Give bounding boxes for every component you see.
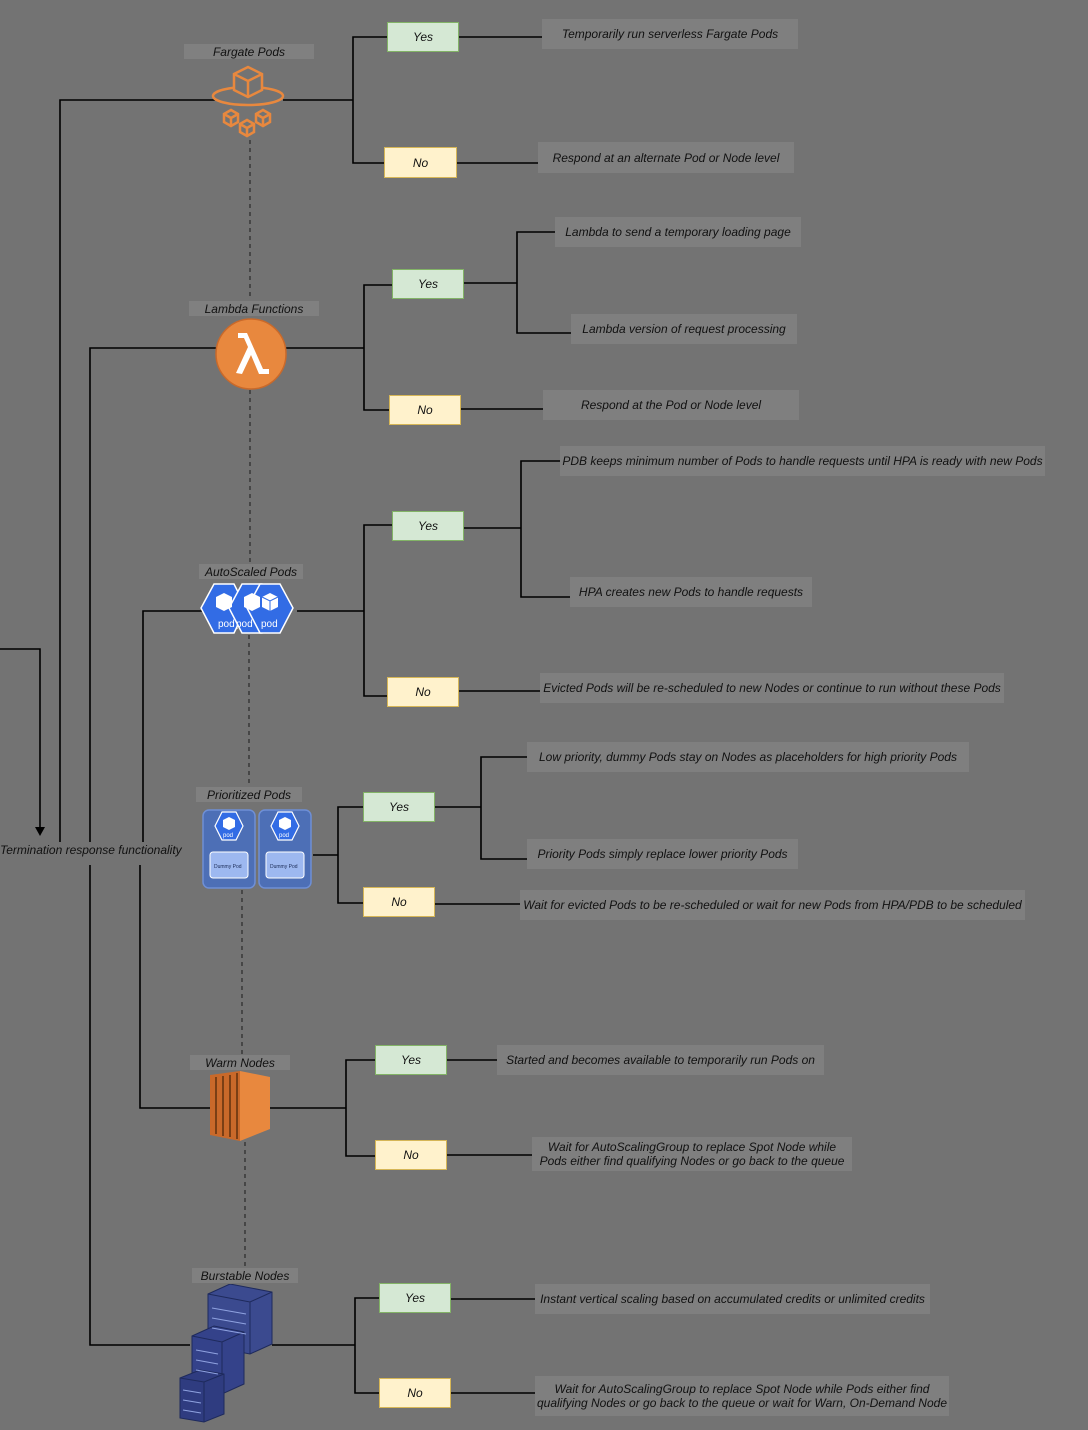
prioritized-pod-label-2: pod — [279, 833, 289, 839]
server-stack-icon — [179, 1284, 273, 1423]
dummy-pod-label-2: Dummy Pod — [270, 864, 298, 870]
prioritized-yes-outcome-2: Priority Pods simply replace lower prior… — [527, 839, 798, 869]
pod-label-2: pod — [236, 619, 253, 630]
fargate-yes-outcome: Temporarily run serverless Fargate Pods — [542, 19, 798, 49]
lambda-yes: Yes — [392, 269, 464, 299]
fargate-icon — [211, 65, 285, 138]
burstable-no: No — [379, 1378, 451, 1408]
burstable-no-outcome-line-2: qualifying Nodes or go back to the queue… — [536, 1396, 947, 1410]
prioritized-no: No — [363, 887, 435, 917]
ec2-instance-icon — [210, 1071, 270, 1141]
lambda-icon — [215, 318, 287, 390]
prioritized-title: Prioritized Pods — [196, 787, 302, 802]
prioritized-yes-outcome-1: Low priority, dummy Pods stay on Nodes a… — [527, 742, 969, 772]
burstable-yes: Yes — [379, 1283, 451, 1313]
burstable-yes-outcome: Instant vertical scaling based on accumu… — [535, 1284, 930, 1314]
lambda-yes-outcome-2: Lambda version of request processing — [571, 314, 797, 344]
burstable-title: Burstable Nodes — [192, 1268, 298, 1283]
warm-title: Warm Nodes — [190, 1055, 290, 1070]
prioritized-pods-icon: pod pod Dummy Pod Dummy Pod — [202, 809, 312, 889]
autoscaled-yes-outcome-1: PDB keeps minimum number of Pods to hand… — [560, 446, 1045, 476]
warm-no: No — [375, 1140, 447, 1170]
fargate-no: No — [384, 147, 457, 178]
pod-label-3: pod — [261, 619, 278, 630]
burstable-no-outcome-line-1: Wait for AutoScalingGroup to replace Spo… — [554, 1382, 930, 1396]
warm-yes-outcome: Started and becomes available to tempora… — [497, 1045, 824, 1075]
autoscaled-no-outcome: Evicted Pods will be re-scheduled to new… — [540, 673, 1004, 703]
lambda-no: No — [389, 395, 461, 425]
autoscaled-yes: Yes — [392, 511, 464, 541]
prioritized-no-outcome: Wait for evicted Pods to be re-scheduled… — [520, 890, 1025, 920]
root-label: Termination response functionality — [0, 843, 182, 857]
warm-yes: Yes — [375, 1045, 447, 1075]
lambda-yes-outcome-1: Lambda to send a temporary loading page — [555, 217, 801, 247]
autoscaled-no: No — [387, 677, 459, 707]
dummy-pod-label-1: Dummy Pod — [214, 864, 242, 870]
prioritized-pod-label-1: pod — [223, 833, 233, 839]
fargate-title: Fargate Pods — [184, 44, 314, 59]
warm-no-outcome-line-2: Pods either find qualifying Nodes or go … — [539, 1154, 845, 1168]
pod-label-1: pod — [218, 619, 235, 630]
warm-no-outcome: Wait for AutoScalingGroup to replace Spo… — [532, 1137, 852, 1171]
fargate-yes: Yes — [387, 22, 459, 52]
autoscaled-title: AutoScaled Pods — [199, 564, 303, 579]
autoscaled-yes-outcome-2: HPA creates new Pods to handle requests — [570, 577, 812, 607]
prioritized-yes: Yes — [363, 792, 435, 822]
lambda-no-outcome: Respond at the Pod or Node level — [543, 390, 799, 420]
burstable-no-outcome: Wait for AutoScalingGroup to replace Spo… — [535, 1376, 949, 1416]
fargate-no-outcome: Respond at an alternate Pod or Node leve… — [538, 142, 794, 173]
lambda-title: Lambda Functions — [189, 301, 319, 316]
kubernetes-pods-icon: pod pod pod — [200, 583, 294, 634]
warm-no-outcome-line-1: Wait for AutoScalingGroup to replace Spo… — [547, 1140, 837, 1154]
